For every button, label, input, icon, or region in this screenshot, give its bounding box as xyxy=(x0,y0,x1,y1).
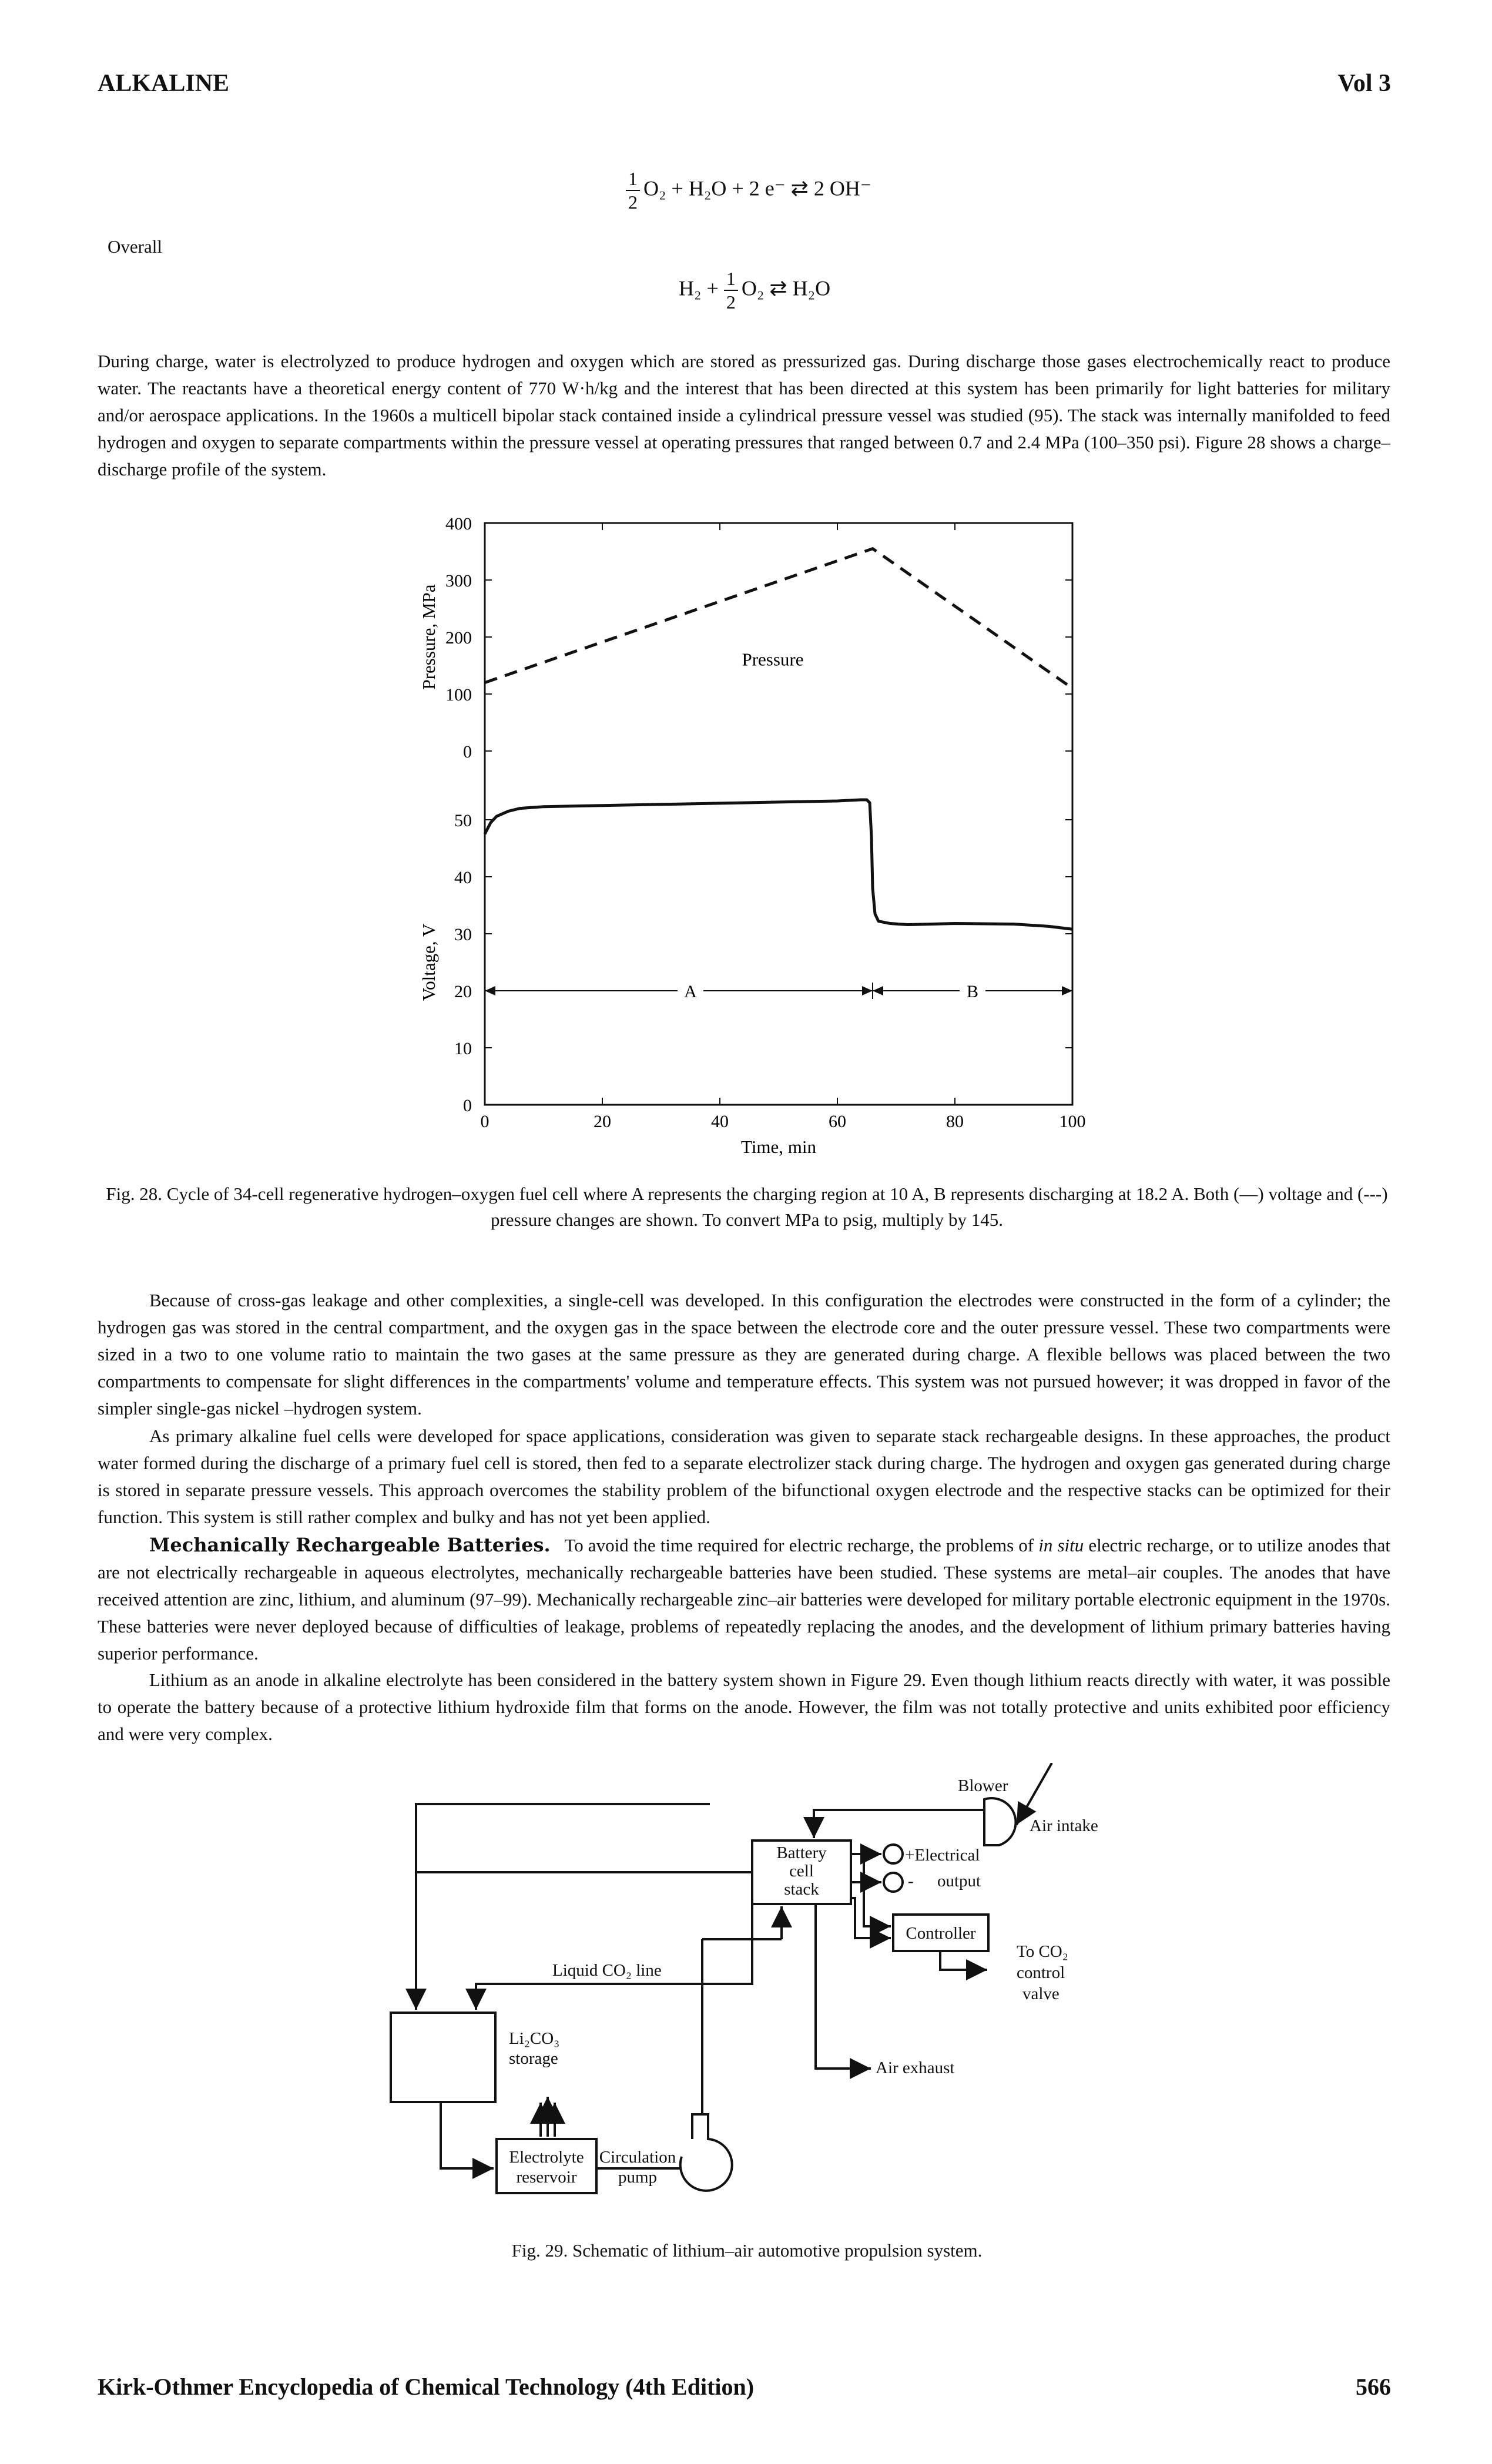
y-axis-label-pressure: Pressure, MPa xyxy=(418,584,439,689)
paragraph-2: Because of cross-gas leakage and other c… xyxy=(98,1290,1390,1419)
range-arrow-left-A xyxy=(485,986,495,995)
footer-title: Kirk-Othmer Encyclopedia of Chemical Tec… xyxy=(98,2374,755,2400)
overall-label: Overall xyxy=(108,236,162,257)
liquid-co2-line xyxy=(465,1904,753,2010)
eq2-lhs: H₂ + xyxy=(679,276,719,300)
blower-to-battery-line xyxy=(803,1809,984,1838)
eq2-numerator: 1 xyxy=(723,267,738,291)
negative-terminal xyxy=(883,1872,904,1893)
paragraph-1: During charge, water is electrolyzed to … xyxy=(98,351,1390,480)
y-tick-label-voltage: 40 xyxy=(454,868,472,887)
x-tick-label: 80 xyxy=(946,1112,964,1131)
y-tick-label-voltage: 50 xyxy=(454,811,472,830)
positive-terminal xyxy=(883,1843,904,1865)
li2co3-storage-box xyxy=(390,2012,497,2103)
x-tick-label: 40 xyxy=(711,1112,729,1131)
air-intake-label: Air intake xyxy=(1030,1816,1098,1835)
y-tick-label-pressure: 0 xyxy=(463,742,472,762)
co2-valve-label-2: control xyxy=(1017,1963,1065,1982)
to-controller-line-2 xyxy=(851,1897,891,1949)
x-axis-label: Time, min xyxy=(741,1137,817,1157)
figure-28-plot: 0 100 200 300 400 0 10 20 30 40 50 0 20 40 60 80 100Time… xyxy=(418,514,1086,1157)
liquid-co2-line-label: Liquid CO₂ line xyxy=(552,1961,662,1980)
x-tick-label: 100 xyxy=(1060,1112,1086,1131)
paragraph-5: Lithium as an anode in alkaline electrol… xyxy=(98,1670,1390,1744)
footer-page-number: 566 xyxy=(1356,2374,1391,2400)
range-label-A: A xyxy=(684,982,697,1001)
range-label-B: B xyxy=(967,982,978,1001)
battery-label-2: cell xyxy=(789,1862,814,1880)
y-tick-label-pressure: 300 xyxy=(445,571,472,591)
paragraph-4: Mechanically Rechargeable Batteries. To … xyxy=(98,1531,1390,1667)
electrical-label-1: +Electrical xyxy=(905,1846,980,1865)
storage-label-2: storage xyxy=(509,2049,558,2068)
x-tick-label: 20 xyxy=(594,1112,611,1131)
battery-label-1: Battery xyxy=(776,1843,827,1862)
air-exhaust-label: Air exhaust xyxy=(876,2059,955,2077)
eq1-rest: O₂ + H₂O + 2 e⁻ ⇄ 2 OH⁻ xyxy=(643,176,871,200)
paragraph-4-italic: in situ xyxy=(1038,1535,1084,1555)
plot-frame xyxy=(484,522,1074,1106)
storage-label-1: Li₂CO₃ xyxy=(509,2029,559,2048)
paragraph-4-part-a: To avoid the time required for electric … xyxy=(564,1535,1034,1555)
air-intake-arrow xyxy=(1015,1763,1053,1825)
pressure-series-line xyxy=(484,547,1074,690)
pump-label-2: pump xyxy=(618,2168,657,2187)
to-co2-valve-line xyxy=(939,1951,987,1980)
section-heading: Mechanically Rechargeable Batteries. xyxy=(149,1534,551,1556)
co2-valve-label-1: To CO₂ xyxy=(1017,1942,1068,1961)
top-loop-line xyxy=(415,1803,752,1873)
pump-label-1: Circulation xyxy=(599,2148,676,2167)
y-tick-label-voltage: 20 xyxy=(454,982,472,1001)
storage-to-reservoir-line xyxy=(440,2102,494,2179)
air-exhaust-line xyxy=(814,1904,871,2079)
paragraph-3: As primary alkaline fuel cells were deve… xyxy=(98,1426,1390,1527)
running-head-right: Vol 3 xyxy=(1337,70,1391,97)
figure-29-schematic: Blower Air intake Battery cell stack +El… xyxy=(390,1763,1098,2194)
range-arrow-right-A xyxy=(862,986,873,995)
blower-symbol xyxy=(983,1797,1017,1846)
figure-28-chart: 0 100 200 300 400 0 10 20 30 40 50 0 20 40 60 80 100Time… xyxy=(418,514,1086,1157)
y-axis-label-voltage: Voltage, V xyxy=(418,923,439,1001)
y-tick-label-voltage: 0 xyxy=(463,1096,472,1115)
y-tick-label-pressure: 400 xyxy=(445,514,472,534)
pressure-annotation: Pressure xyxy=(742,649,803,670)
reservoir-label-2: reservoir xyxy=(516,2168,576,2187)
circulation-pump-symbol xyxy=(679,2113,733,2192)
to-controller-line-1 xyxy=(863,1854,891,1937)
reservoir-label-1: Electrolyte xyxy=(509,2148,584,2167)
electrolyte-reservoir-box xyxy=(495,2138,598,2194)
eq1-denominator: 2 xyxy=(628,192,638,213)
figure-29-caption: Fig. 29. Schematic of lithium–air automo… xyxy=(511,2240,983,2261)
x-tick-label: 60 xyxy=(829,1112,846,1131)
y-tick-label-voltage: 10 xyxy=(454,1039,472,1058)
range-arrow-left-B xyxy=(873,986,883,995)
eq2-rest: O₂ ⇄ H₂O xyxy=(741,276,831,300)
voltage-series-line xyxy=(483,798,1073,931)
paragraph-4-part-b: electric recharge, or to utilize anodes … xyxy=(98,1535,1391,1664)
y-tick-label-voltage: 30 xyxy=(454,925,472,944)
minus-label: - xyxy=(908,1872,914,1890)
eq1-numerator: 1 xyxy=(626,167,640,191)
running-head-left: ALKALINE xyxy=(98,70,230,97)
range-arrow-right-B xyxy=(1062,986,1072,995)
battery-label-3: stack xyxy=(784,1880,819,1899)
figure-28-caption: Fig. 28. Cycle of 34-cell regenerative h… xyxy=(106,1184,1388,1230)
co2-valve-label-3: valve xyxy=(1022,1984,1060,2003)
electrical-label-2: output xyxy=(937,1872,981,1890)
eq2-denominator: 2 xyxy=(726,291,736,313)
x-tick-label: 0 xyxy=(481,1112,489,1131)
y-tick-label-pressure: 100 xyxy=(445,685,472,705)
y-tick-label-pressure: 200 xyxy=(445,628,472,648)
controller-label: Controller xyxy=(906,1924,976,1943)
blower-label: Blower xyxy=(958,1776,1008,1795)
